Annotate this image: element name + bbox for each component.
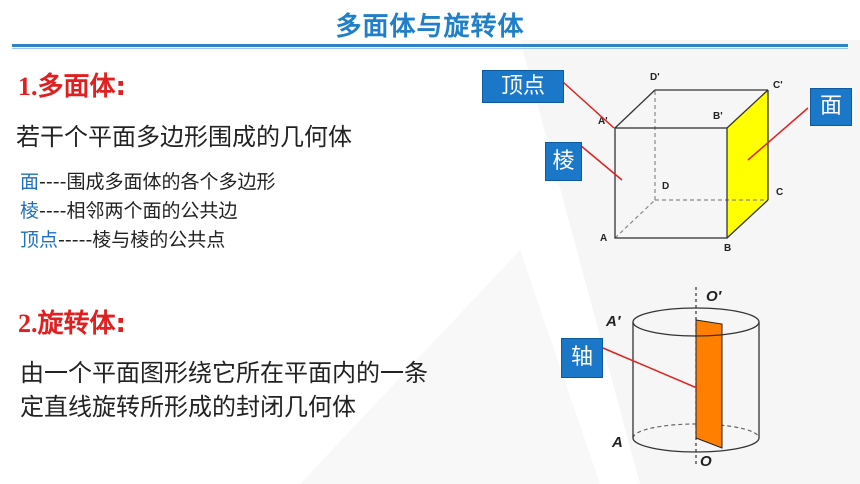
definition-vertex: 顶点-----棱与棱的公共点 <box>20 228 225 253</box>
vertex-label-b: B <box>724 243 731 254</box>
sep-vertex: ----- <box>58 229 93 251</box>
edge-pointer <box>579 144 623 181</box>
section2-heading-text: 旋转体: <box>37 309 126 339</box>
vertex-label-a: A <box>600 233 607 244</box>
cylinder-label-a1: A′ <box>605 313 622 330</box>
callout-face: 面 <box>810 88 852 126</box>
title-underline <box>12 44 848 47</box>
desc-face: 围成多面体的各个多边形 <box>66 171 276 193</box>
axis-pointer <box>602 347 698 389</box>
cylinder-bottom-front <box>632 437 760 453</box>
vertex-label-c1: C' <box>773 80 783 91</box>
vertex-label-a1: A' <box>598 116 608 127</box>
section1-heading: 1.多面体: <box>18 66 126 103</box>
vertex-label-d1: D' <box>650 72 660 83</box>
page-title: 多面体与旋转体 <box>335 12 525 42</box>
cube-hidden-edge <box>614 199 656 239</box>
section2-heading: 2.旋转体: <box>18 303 126 340</box>
desc-edge: 相邻两个面的公共边 <box>66 200 238 222</box>
callout-vertex: 顶点 <box>482 70 564 103</box>
section2-line2: 定直线旋转所形成的封闭几何体 <box>20 393 356 421</box>
term-vertex: 顶点 <box>20 229 59 251</box>
cylinder-label-o: O <box>700 453 712 470</box>
vertex-label-d: D <box>662 181 669 192</box>
section2-number: 2. <box>18 309 38 338</box>
cylinder-label-o1: O′ <box>706 288 723 305</box>
title-underline-thin <box>12 48 848 49</box>
cube-visible-edges <box>614 89 769 239</box>
term-face: 面 <box>20 171 40 193</box>
definition-edge: 棱----相邻两个面的公共边 <box>20 199 237 224</box>
face-pointer <box>747 107 809 161</box>
callout-axis: 轴 <box>561 338 603 378</box>
cube-right-face <box>727 90 768 238</box>
callout-edge: 棱 <box>545 142 582 181</box>
sep-face: ---- <box>39 171 67 193</box>
desc-vertex: 棱与棱的公共点 <box>92 229 226 251</box>
vertex-label-b1: B' <box>713 111 723 122</box>
vertex-label-c: C <box>776 187 783 198</box>
section1-number: 1. <box>18 72 38 101</box>
vertex-pointer <box>562 81 615 129</box>
cylinder-rectangle-section <box>695 319 723 449</box>
term-edge: 棱 <box>20 200 40 222</box>
section2-line1: 由一个平面图形绕它所在平面内的一条 <box>20 359 428 387</box>
definition-face: 面----围成多面体的各个多边形 <box>20 170 275 195</box>
section1-definition: 若干个平面多边形围成的几何体 <box>16 123 352 151</box>
section1-heading-text: 多面体: <box>37 72 126 102</box>
cylinder-label-a: A <box>611 434 623 451</box>
sep-edge: ---- <box>39 200 67 222</box>
